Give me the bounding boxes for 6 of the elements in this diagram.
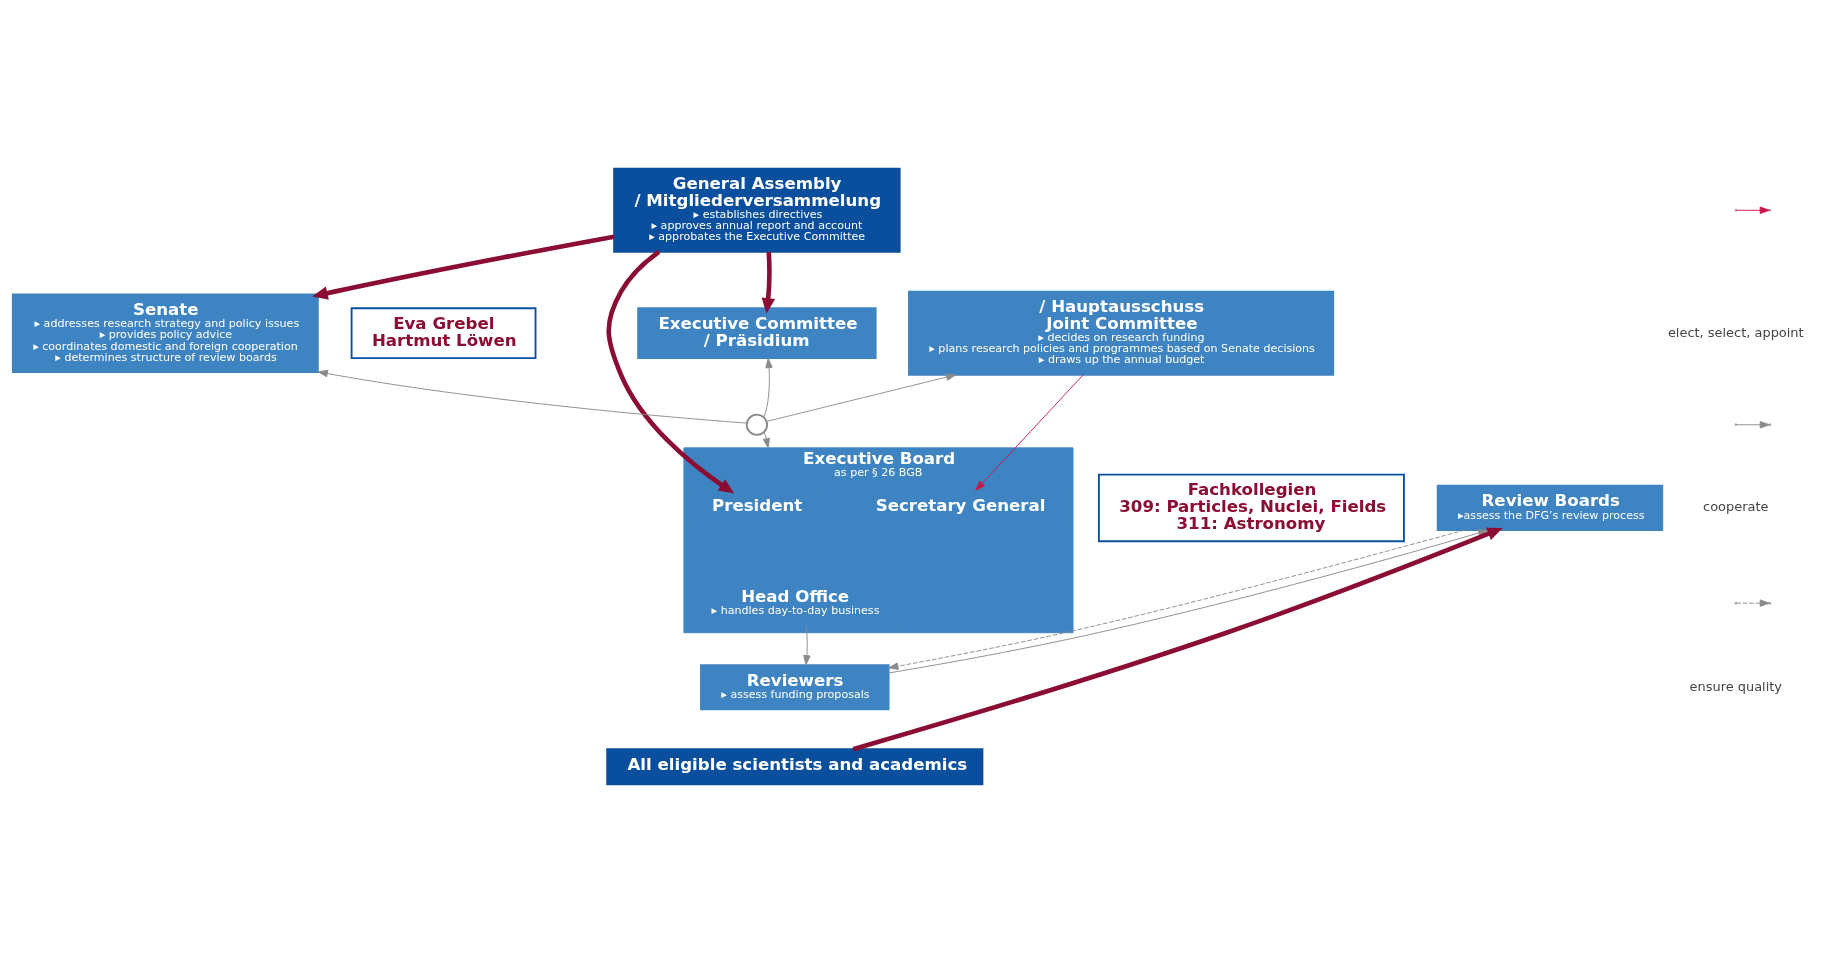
- node-text: Secretary General: [875, 496, 1046, 516]
- legend-label: elect, select, appoint: [1667, 324, 1804, 340]
- legend-label: ensure quality: [1689, 678, 1783, 694]
- node-text: Head Office ▸ handles day-to-day business: [711, 586, 880, 617]
- legend-label: cooperate: [1703, 499, 1769, 515]
- node-text: President: [712, 496, 803, 516]
